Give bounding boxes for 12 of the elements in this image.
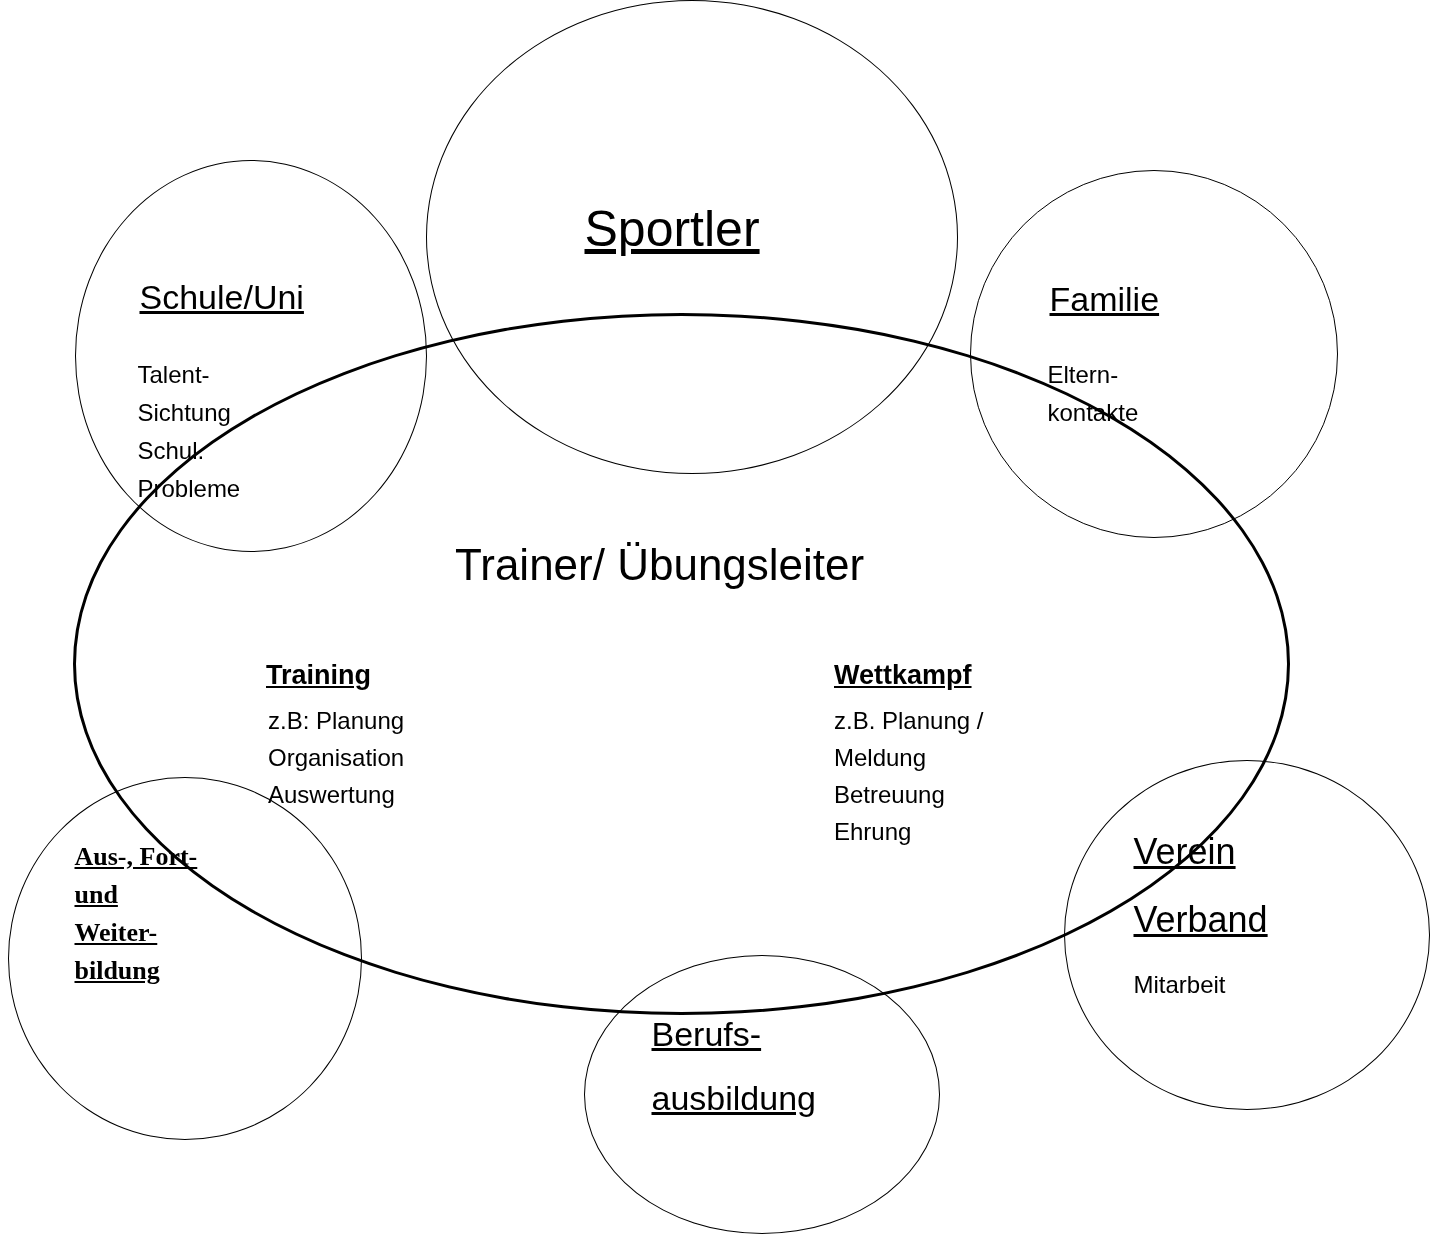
subheading: Wettkampf: [834, 660, 973, 691]
note-text: z.B. Planung / Meldung Betreuung Ehrung: [834, 706, 984, 847]
heading: Schule/Uni: [139, 277, 305, 317]
heading: Familie: [1049, 279, 1161, 319]
central-ellipse: [73, 313, 1290, 1015]
heading: Trainer/ Übungsleiter: [455, 540, 866, 590]
heading: Sportler: [584, 199, 761, 258]
topic-circle: [584, 955, 940, 1234]
note-text: Mitarbeit: [1133, 969, 1227, 1000]
note-text: z.B: Planung Organisation Auswertung: [268, 706, 406, 810]
subheading: Training: [266, 660, 372, 691]
heading: Berufs- ausbildung: [651, 1013, 817, 1119]
